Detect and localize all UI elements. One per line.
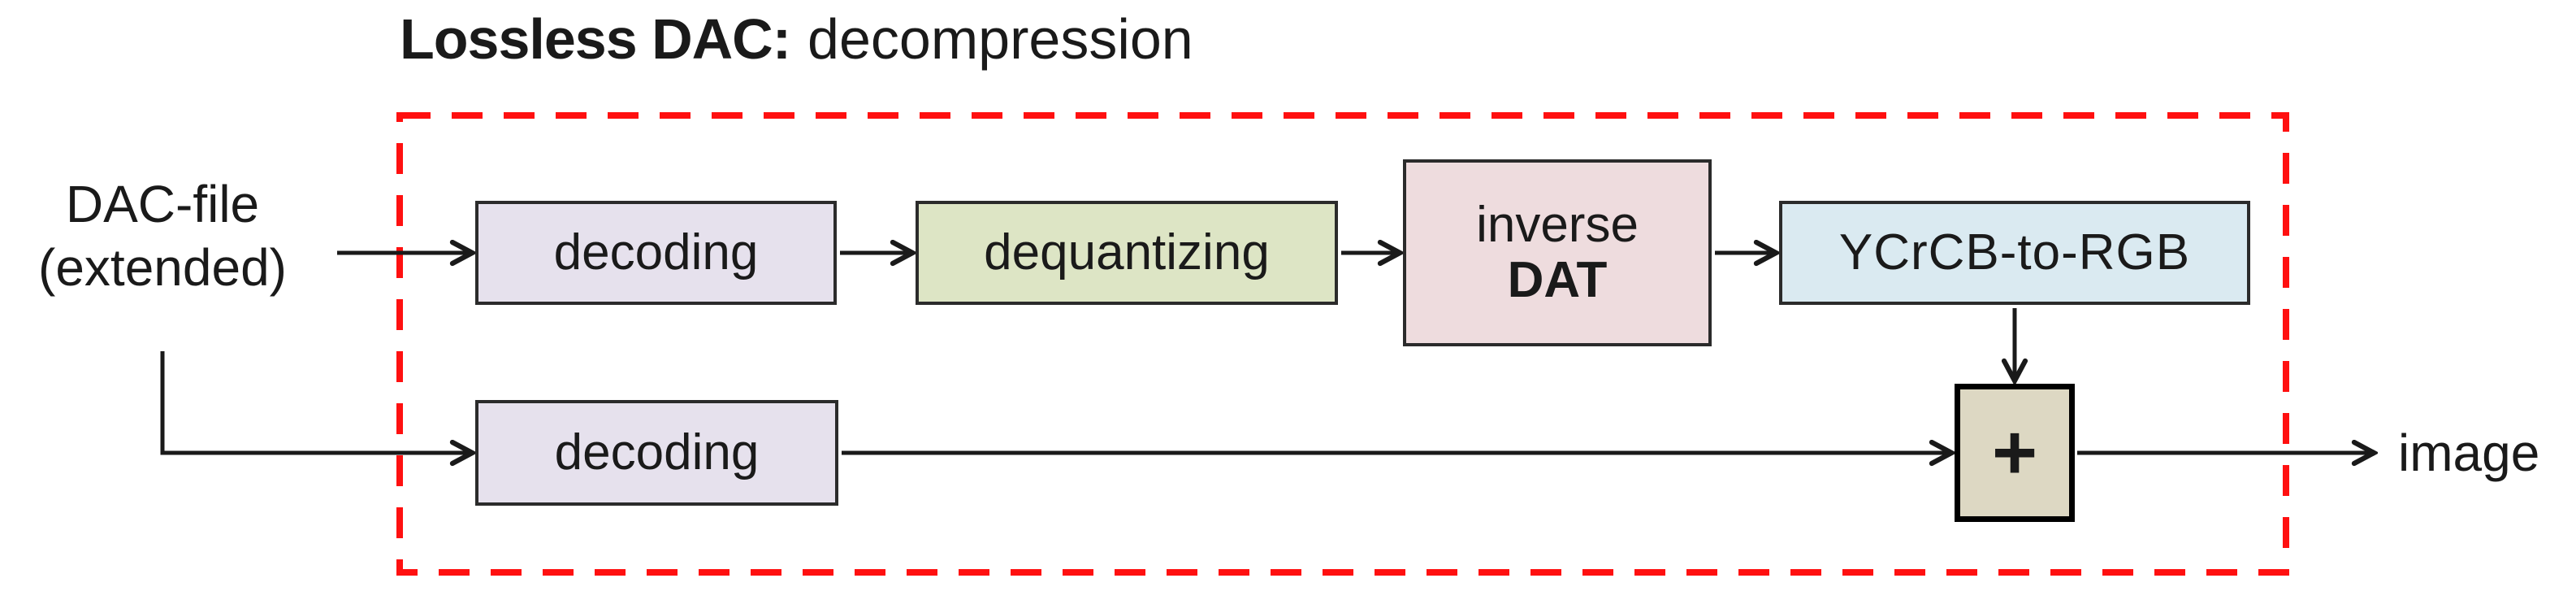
node-adder: + xyxy=(1955,384,2075,522)
input-label-line1: DAC-file xyxy=(65,175,260,233)
diagram-title: Lossless DAC:decompression xyxy=(400,5,1193,73)
node-inverse-dat: inverse DAT xyxy=(1403,159,1712,346)
node-decoding-bottom-label: decoding xyxy=(554,424,760,480)
node-ycrcb-to-rgb: YCrCB-to-RGB xyxy=(1779,201,2250,305)
output-label: image xyxy=(2398,424,2540,482)
arrow-source-elbow-to-decoding-bottom xyxy=(160,351,472,453)
input-label: DAC-file (extended) xyxy=(6,172,318,299)
node-inverse-dat-label-line2: DAT xyxy=(1507,252,1608,308)
node-ycrcb-to-rgb-label: YCrCB-to-RGB xyxy=(1838,224,2191,280)
node-decoding-top-label: decoding xyxy=(553,224,759,280)
node-adder-plus-label: + xyxy=(1991,409,2038,496)
decompression-boundary-dashed-box xyxy=(396,112,2289,576)
node-decoding-top: decoding xyxy=(475,201,837,305)
node-decoding-bottom: decoding xyxy=(475,400,838,506)
diagram-title-regular: decompression xyxy=(807,7,1193,71)
diagram-title-bold: Lossless DAC: xyxy=(400,7,791,71)
node-dequantizing-label: dequantizing xyxy=(984,224,1270,280)
node-inverse-dat-label-line1: inverse xyxy=(1476,197,1639,253)
node-dequantizing: dequantizing xyxy=(916,201,1338,305)
input-label-line2: (extended) xyxy=(38,238,287,297)
